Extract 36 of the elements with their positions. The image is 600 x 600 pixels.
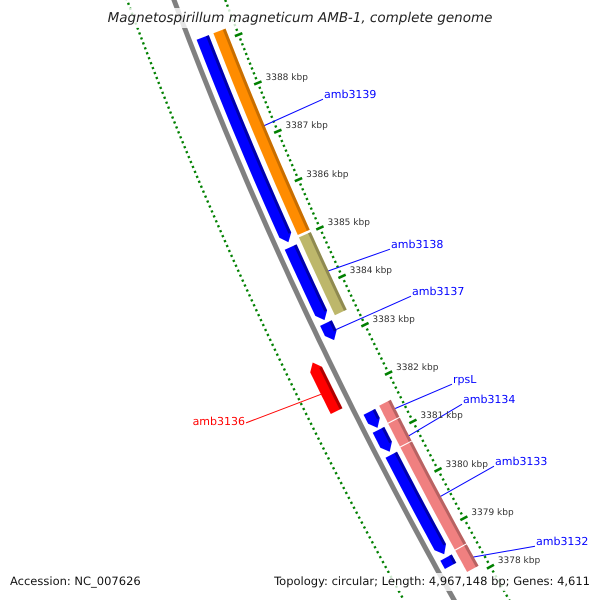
gene-feature xyxy=(320,320,337,340)
gene-feature xyxy=(364,408,380,428)
gene-feature xyxy=(310,362,342,414)
leader-line xyxy=(473,546,536,558)
gene-segment xyxy=(379,400,400,423)
gene-segment xyxy=(455,544,478,572)
gene-label: amb3137 xyxy=(412,285,464,298)
gene-label: amb3136 xyxy=(192,415,245,428)
leader-line xyxy=(336,296,412,330)
gene-label: amb3139 xyxy=(324,88,376,102)
leader-line xyxy=(440,466,494,497)
tick-label: 3388 kbp xyxy=(266,73,308,84)
gene-label: amb3138 xyxy=(391,238,444,252)
gene-segment xyxy=(440,554,456,569)
leader-line xyxy=(246,394,322,424)
gene-label: amb3134 xyxy=(463,393,516,406)
leader-line xyxy=(328,248,390,272)
tick-label: 3378 kbp xyxy=(498,556,540,567)
gene-feature xyxy=(372,426,392,452)
tick-label: 3383 kbp xyxy=(372,314,415,326)
gene-feature xyxy=(284,244,328,320)
leader-line xyxy=(264,98,324,126)
tick-label: 3379 kbp xyxy=(471,508,514,519)
leader-line xyxy=(394,384,452,409)
tick-label: 3386 kbp xyxy=(306,170,348,180)
gene-label: rpsL xyxy=(453,373,476,386)
gene-label: amb3133 xyxy=(495,455,548,468)
leader-line xyxy=(408,404,462,436)
gene-feature xyxy=(386,452,446,554)
tick-label: 3382 kbp xyxy=(396,362,438,374)
tick-label: 3385 kbp xyxy=(328,218,370,229)
tick-label: 3384 kbp xyxy=(350,266,392,277)
tick-label: 3380 kbp xyxy=(446,460,488,470)
gene-label: amb3132 xyxy=(536,535,588,548)
tick-label: 3381 kbp xyxy=(420,411,463,422)
tick-label: 3387 kbp xyxy=(285,121,328,132)
